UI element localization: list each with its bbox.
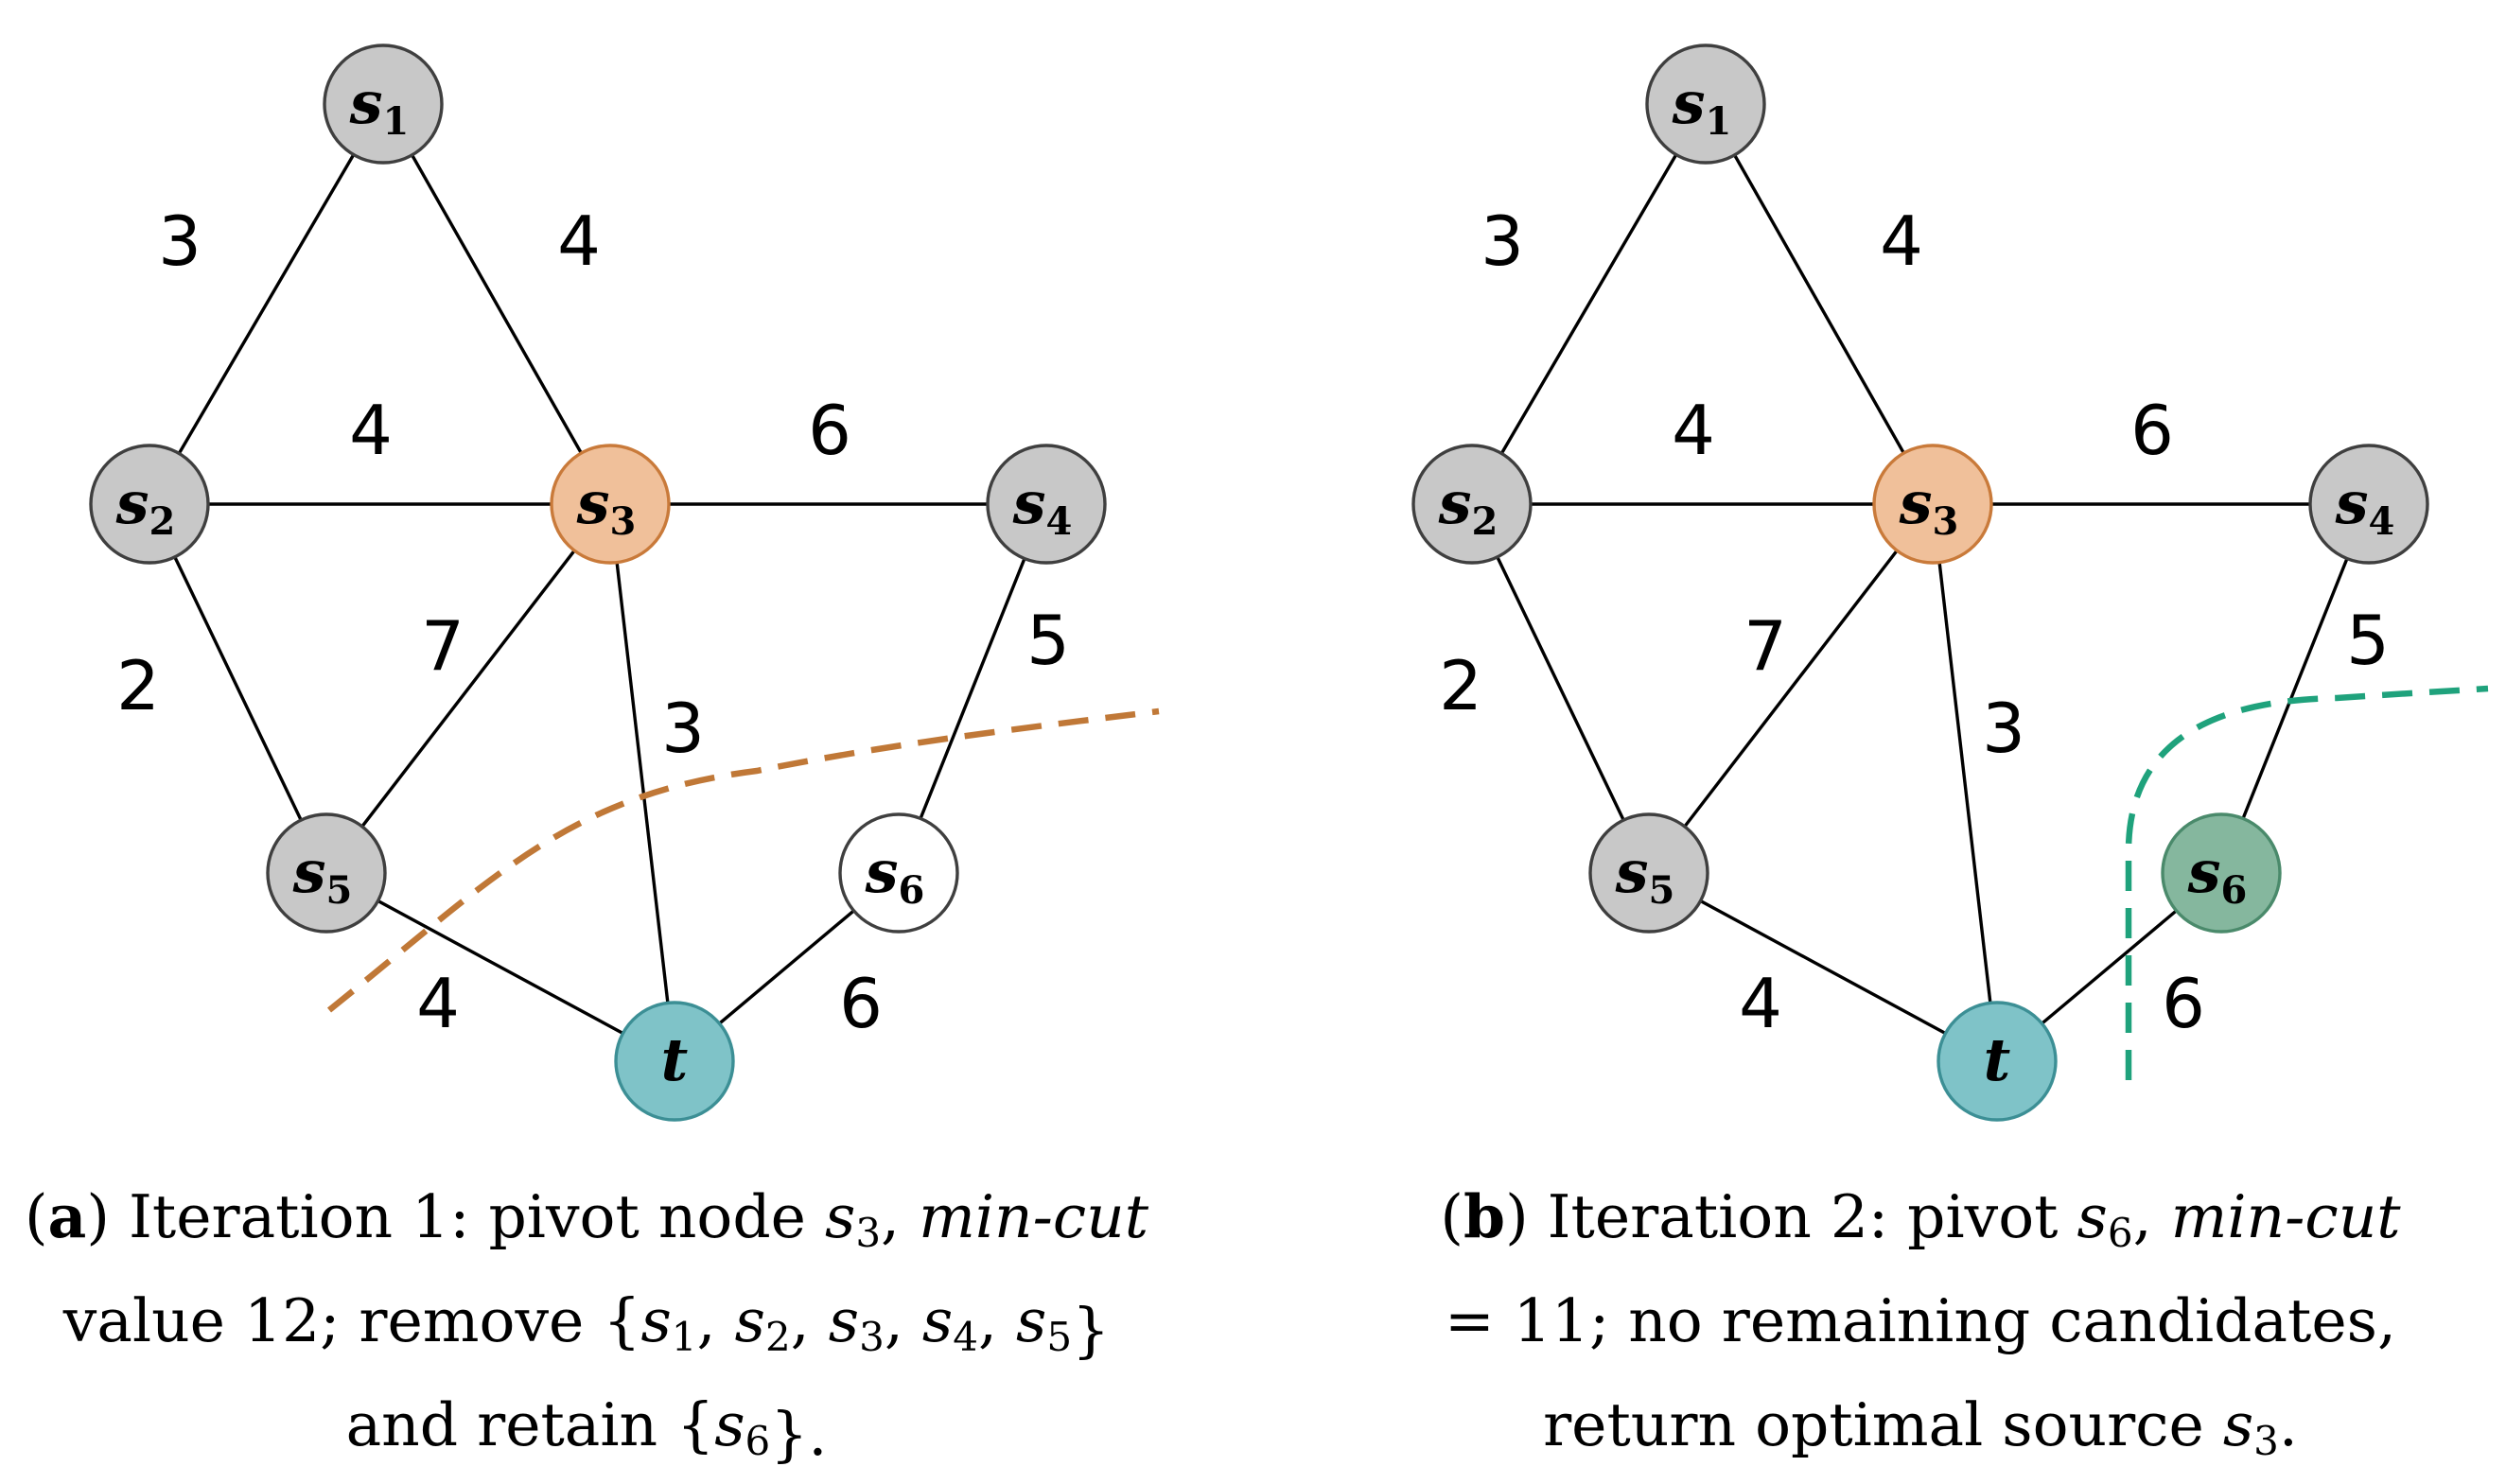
caption-a-line1: (a) Iteration 1: pivot node s3, min-cut — [25, 1181, 1149, 1256]
caption-a-line3: and retain {s6}. — [346, 1390, 828, 1469]
node-s1-circle — [323, 44, 444, 165]
node-s4: s4 — [986, 444, 1107, 565]
caption-a: (a) Iteration 1: pivot node s3, min-cut … — [25, 1181, 1149, 1469]
node-s2: s2 — [89, 444, 210, 565]
edge-s1-s2 — [1470, 103, 1708, 505]
panel-a-graph: 3 4 4 6 2 7 3 5 4 6 s1 s2 s3 s4 s5 s6 t — [89, 44, 1160, 1122]
edge-s4-s6 — [2219, 503, 2371, 874]
edge-weight-s6-t: 6 — [2162, 964, 2205, 1043]
edge-weight-s2-s5: 2 — [1439, 646, 1482, 725]
min-cut-curve-a — [326, 707, 1160, 1013]
caption-b-line2: = 11; no remaining candidates, — [1445, 1286, 2396, 1355]
node-s3-circle — [1872, 444, 1993, 565]
node-s2: s2 — [1411, 444, 1533, 565]
node-s2-label: s2 — [115, 468, 176, 544]
node-s4-label: s4 — [1012, 468, 1073, 544]
edge-weight-s2-s5: 2 — [116, 646, 160, 725]
edge-s3-t — [1931, 503, 1999, 1062]
edge-weight-s5-t: 4 — [416, 964, 460, 1043]
node-s2-label: s2 — [1438, 468, 1498, 544]
caption-b: (b) Iteration 2: pivot s6, min-cut = 11;… — [1440, 1181, 2401, 1464]
node-s2-circle — [89, 444, 210, 565]
node-t: t — [1936, 1001, 2058, 1122]
node-s4-circle — [2308, 444, 2429, 565]
edge-weight-s3-s5: 7 — [421, 606, 464, 686]
edge-weight-s5-t: 4 — [1739, 964, 1782, 1043]
node-s5-label: s5 — [292, 837, 353, 913]
edge-weight-s4-s6: 5 — [1026, 601, 1070, 680]
caption-a-line2: value 12; remove {s1, s2, s3, s4, s5} — [62, 1286, 1110, 1365]
node-s1-label: s1 — [1672, 68, 1732, 144]
edge-weight-s3-s4: 6 — [808, 391, 851, 470]
edge-s1-s3 — [381, 103, 612, 505]
node-s5-circle — [266, 812, 387, 934]
edge-s2-s5 — [148, 503, 328, 874]
caption-b-line3: return optimal source s3. — [1543, 1390, 2298, 1464]
edge-weight-s1-s2: 3 — [1481, 201, 1524, 281]
node-s4-circle — [986, 444, 1107, 565]
node-t-label: t — [661, 1025, 689, 1094]
caption-b-line1: (b) Iteration 2: pivot s6, min-cut — [1440, 1181, 2401, 1256]
edge-weight-s3-s5: 7 — [1744, 606, 1787, 686]
edge-s3-t — [608, 503, 676, 1062]
edge-s5-t — [325, 871, 675, 1063]
node-t: t — [614, 1001, 735, 1122]
edge-s1-s2 — [148, 103, 385, 505]
node-s6: s6 — [838, 812, 959, 934]
node-s6-circle — [2161, 812, 2282, 934]
node-s1: s1 — [323, 44, 444, 165]
edge-s5-t — [1648, 871, 1998, 1063]
edge-weight-s2-s3: 4 — [349, 391, 393, 470]
node-s6: s6 — [2161, 812, 2282, 934]
node-s6-label: s6 — [865, 837, 925, 913]
edge-weight-s1-s3: 4 — [1880, 201, 1923, 281]
min-cut-curve-b — [2125, 685, 2489, 1080]
node-s5: s5 — [266, 812, 387, 934]
edge-s3-s5 — [324, 502, 612, 875]
edge-weight-s6-t: 6 — [839, 964, 883, 1043]
node-s5: s5 — [1588, 812, 1709, 934]
node-s6-label: s6 — [2187, 837, 2248, 913]
edge-weight-s1-s3: 4 — [557, 201, 601, 281]
node-s5-circle — [1588, 812, 1709, 934]
node-s1: s1 — [1645, 44, 1766, 165]
edge-s1-s3 — [1704, 103, 1935, 505]
edge-s2-s5 — [1470, 503, 1651, 874]
node-s3: s3 — [550, 444, 671, 565]
edge-weight-s3-s4: 6 — [2130, 391, 2174, 470]
node-s1-label: s1 — [349, 68, 410, 144]
node-s3-label: s3 — [1899, 468, 1959, 544]
node-t-circle — [1936, 1001, 2058, 1122]
node-s3: s3 — [1872, 444, 1993, 565]
node-s4-label: s4 — [2335, 468, 2395, 544]
edge-s3-s5 — [1647, 502, 1935, 875]
edge-weight-s3-t: 3 — [1982, 689, 2025, 768]
node-s1-circle — [1645, 44, 1766, 165]
node-s6-circle — [838, 812, 959, 934]
edge-weight-s2-s3: 4 — [1672, 391, 1715, 470]
node-s2-circle — [1411, 444, 1533, 565]
edge-s4-s6 — [897, 503, 1048, 874]
edge-weight-s3-t: 3 — [661, 689, 705, 768]
node-t-circle — [614, 1001, 735, 1122]
node-t-label: t — [1984, 1025, 2011, 1094]
node-s4: s4 — [2308, 444, 2429, 565]
node-s3-label: s3 — [576, 468, 637, 544]
panel-b-graph: 3 4 4 6 2 7 3 5 4 6 s1 s2 s3 s4 s5 s6 t — [1411, 44, 2489, 1122]
edge-weight-s1-s2: 3 — [158, 201, 202, 281]
edge-weight-s4-s6: 5 — [2346, 601, 2390, 680]
node-s3-circle — [550, 444, 671, 565]
node-s5-label: s5 — [1615, 837, 1675, 913]
